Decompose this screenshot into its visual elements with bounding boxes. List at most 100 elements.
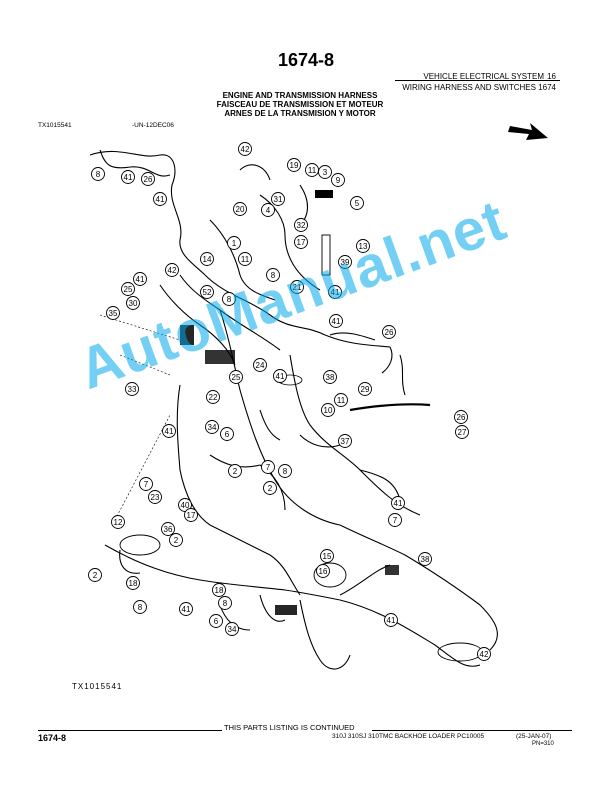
callout-17: 17 <box>294 235 308 249</box>
callout-22: 22 <box>206 390 220 404</box>
direction-arrow-icon <box>508 123 548 140</box>
header-subsystem-name: WIRING HARNESS AND SWITCHES 1674 <box>402 83 556 92</box>
callout-27: 27 <box>455 425 469 439</box>
callout-31: 31 <box>271 192 285 206</box>
svg-text:26: 26 <box>385 328 394 337</box>
footer-rule-right <box>372 730 572 731</box>
callout-8: 8 <box>266 268 280 282</box>
svg-text:26: 26 <box>457 413 466 422</box>
callout-13: 13 <box>356 239 370 253</box>
callout-35: 35 <box>106 306 120 320</box>
svg-text:10: 10 <box>324 406 333 415</box>
callout-14: 14 <box>200 252 214 266</box>
svg-text:1: 1 <box>232 239 237 248</box>
callout-41: 41 <box>133 272 147 286</box>
svg-text:32: 32 <box>297 221 306 230</box>
callout-21: 21 <box>290 280 304 294</box>
svg-text:26: 26 <box>144 175 153 184</box>
svg-text:41: 41 <box>156 195 165 204</box>
callout-42: 42 <box>165 263 179 277</box>
callout-41: 41 <box>162 424 176 438</box>
svg-text:2: 2 <box>233 467 238 476</box>
callout-8: 8 <box>133 600 147 614</box>
svg-text:37: 37 <box>341 437 350 446</box>
svg-text:41: 41 <box>182 605 191 614</box>
callout-7: 7 <box>388 513 402 527</box>
callout-2: 2 <box>263 481 277 495</box>
callout-29: 29 <box>358 382 372 396</box>
svg-text:8: 8 <box>223 599 228 608</box>
svg-text:6: 6 <box>225 430 230 439</box>
svg-text:38: 38 <box>326 373 335 382</box>
callout-8: 8 <box>218 596 232 610</box>
svg-text:34: 34 <box>228 625 237 634</box>
callout-17: 17 <box>184 508 198 522</box>
footer-page-number: 1674-8 <box>38 733 67 743</box>
svg-text:29: 29 <box>361 385 370 394</box>
callout-41: 41 <box>121 170 135 184</box>
callout-36: 36 <box>161 522 175 536</box>
svg-text:16: 16 <box>319 567 328 576</box>
svg-text:4: 4 <box>266 206 271 215</box>
callout-34: 34 <box>205 420 219 434</box>
callout-39: 39 <box>338 255 352 269</box>
svg-text:41: 41 <box>136 275 145 284</box>
svg-text:42: 42 <box>480 650 489 659</box>
callout-19: 19 <box>287 158 301 172</box>
callout-2: 2 <box>228 464 242 478</box>
figure-ref-id: TX1015541 <box>38 122 72 129</box>
callout-3: 3 <box>318 165 332 179</box>
svg-text:18: 18 <box>129 579 138 588</box>
svg-text:6: 6 <box>214 617 219 626</box>
footer-pn: PN=310 <box>532 741 554 747</box>
callout-25: 25 <box>121 282 135 296</box>
callout-9: 9 <box>331 173 345 187</box>
callout-34: 34 <box>225 622 239 636</box>
callout-41: 41 <box>329 314 343 328</box>
svg-text:20: 20 <box>236 205 245 214</box>
svg-text:7: 7 <box>144 480 149 489</box>
svg-text:11: 11 <box>241 255 250 264</box>
page-title: 1674-8 <box>277 50 335 70</box>
callout-33: 33 <box>125 382 139 396</box>
footer-date: (25-JAN-07) <box>516 733 552 740</box>
header-rule <box>395 80 560 81</box>
svg-text:42: 42 <box>241 145 250 154</box>
svg-text:7: 7 <box>393 516 398 525</box>
callout-11: 11 <box>305 163 319 177</box>
svg-text:31: 31 <box>274 195 283 204</box>
svg-text:41: 41 <box>276 372 285 381</box>
svg-text:36: 36 <box>164 525 173 534</box>
svg-text:39: 39 <box>341 258 350 267</box>
callout-41: 41 <box>153 192 167 206</box>
callout-32: 32 <box>294 218 308 232</box>
callout-7: 7 <box>261 460 275 474</box>
svg-text:3: 3 <box>323 168 328 177</box>
callout-7: 7 <box>139 477 153 491</box>
harness-connectors <box>119 190 483 662</box>
callout-6: 6 <box>209 614 223 628</box>
svg-text:11: 11 <box>308 166 317 175</box>
svg-text:52: 52 <box>203 288 212 297</box>
callout-8: 8 <box>91 167 105 181</box>
callout-18: 18 <box>212 583 226 597</box>
svg-text:23: 23 <box>151 493 160 502</box>
svg-text:34: 34 <box>208 423 217 432</box>
wiring-harness-diagram <box>89 149 498 670</box>
callout-11: 11 <box>334 393 348 407</box>
svg-text:24: 24 <box>256 361 265 370</box>
callout-38: 38 <box>323 370 337 384</box>
svg-text:33: 33 <box>128 385 137 394</box>
svg-text:15: 15 <box>323 552 332 561</box>
callout-1: 1 <box>227 236 241 250</box>
callout-37: 37 <box>338 434 352 448</box>
section-title-french: FAISCEAU DE TRANSMISSION ET MOTEUR <box>216 100 384 109</box>
callout-20: 20 <box>233 202 247 216</box>
callout-6: 6 <box>220 427 234 441</box>
svg-text:27: 27 <box>458 428 467 437</box>
svg-text:8: 8 <box>138 603 143 612</box>
svg-text:40: 40 <box>181 501 190 510</box>
svg-text:22: 22 <box>209 393 218 402</box>
svg-text:14: 14 <box>203 255 212 264</box>
